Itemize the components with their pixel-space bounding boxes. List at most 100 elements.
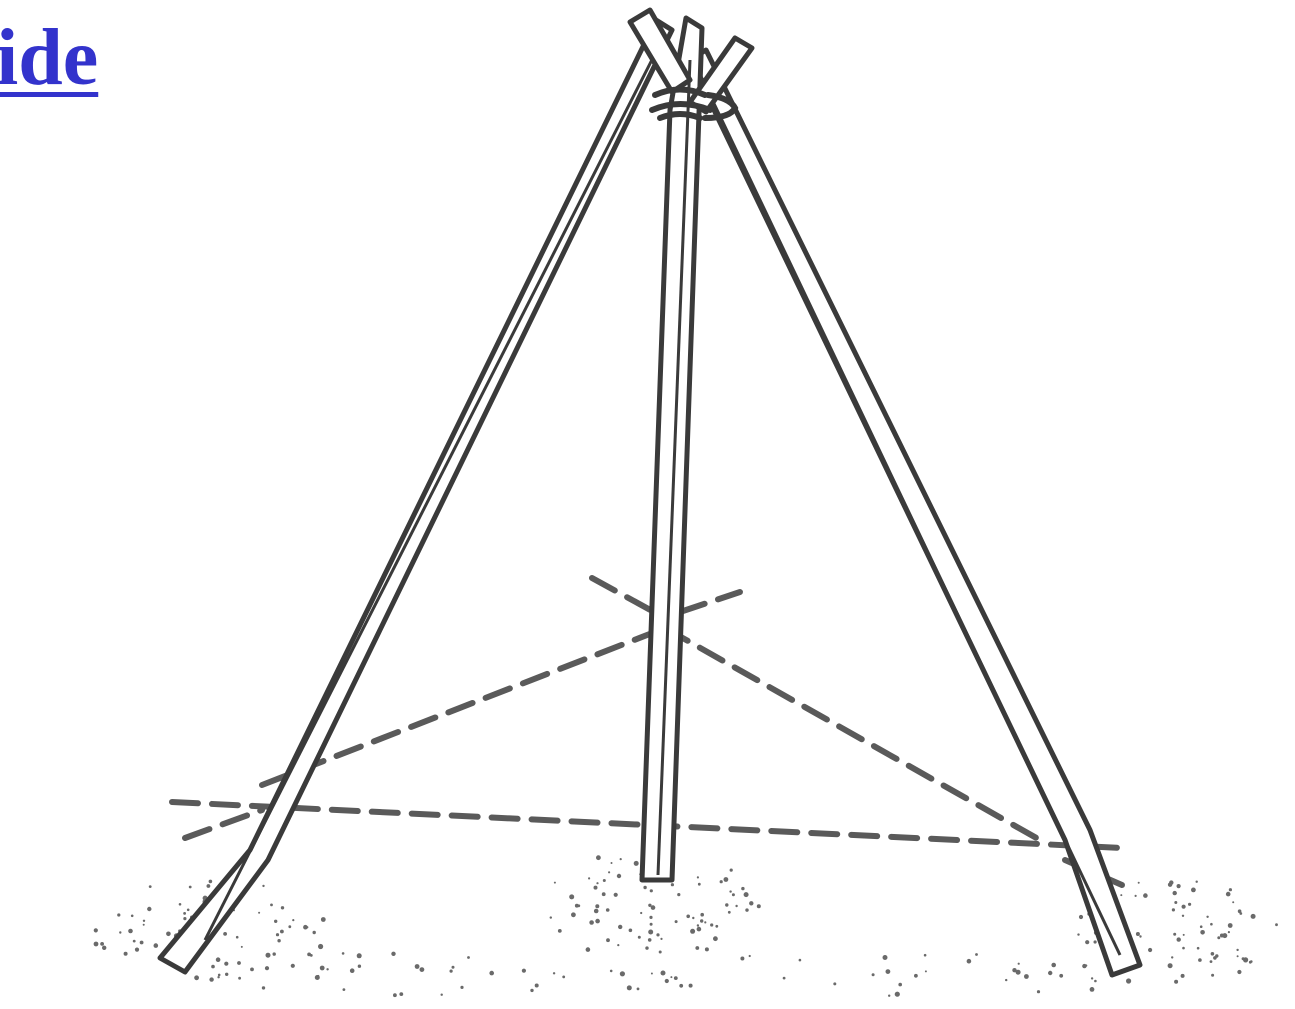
stipple-dot bbox=[697, 927, 702, 932]
stipple-dot bbox=[614, 893, 618, 897]
stipple-dot bbox=[1211, 952, 1215, 956]
stipple-dot bbox=[689, 984, 693, 988]
stipple-dot bbox=[640, 912, 642, 914]
center-pole bbox=[642, 18, 702, 880]
stipple-dot bbox=[489, 971, 494, 976]
stipple-dot bbox=[131, 915, 134, 918]
stipple-dot bbox=[343, 988, 346, 991]
stipple-dot bbox=[441, 994, 443, 996]
stipple-dot bbox=[1094, 980, 1097, 983]
stipple-dot bbox=[102, 946, 106, 950]
dashed-left-cross bbox=[185, 810, 262, 838]
stipple-dot bbox=[1196, 881, 1198, 883]
stipple-dot bbox=[94, 928, 98, 932]
left-pole-grain bbox=[205, 40, 662, 940]
stipple-dot bbox=[705, 947, 709, 951]
stipple-dot bbox=[914, 974, 918, 978]
stipple-dot bbox=[1173, 891, 1177, 895]
stipple-dot bbox=[236, 936, 239, 939]
stipple-dot bbox=[1188, 903, 1191, 906]
stipple-dot bbox=[217, 976, 219, 978]
stipple-dot bbox=[620, 971, 625, 976]
stipple-dot bbox=[1174, 980, 1178, 984]
stipple-dot bbox=[1138, 882, 1140, 884]
stipple-dot bbox=[629, 929, 633, 933]
stipple-dot bbox=[637, 988, 640, 991]
stipple-dot bbox=[1091, 977, 1093, 979]
stipple-dot bbox=[224, 962, 228, 966]
stipple-dot bbox=[670, 976, 672, 978]
stipple-dot bbox=[143, 924, 145, 926]
stipple-dot bbox=[1215, 954, 1218, 957]
stipple-dot bbox=[553, 972, 555, 974]
stipple-dot bbox=[238, 977, 241, 980]
stipple-dot bbox=[1059, 974, 1063, 978]
stipple-dot bbox=[1238, 909, 1242, 913]
stipple-dot bbox=[119, 931, 121, 933]
stipple-dot bbox=[651, 973, 653, 975]
stipple-dot bbox=[1182, 905, 1186, 909]
stipple-dot bbox=[1012, 968, 1016, 972]
stipple-dot bbox=[306, 926, 308, 928]
stipple-dot bbox=[1243, 957, 1248, 962]
stipple-dot bbox=[450, 970, 453, 973]
stipple-dot bbox=[872, 973, 875, 976]
stipple-dot bbox=[1182, 915, 1184, 917]
stipple-dot bbox=[1018, 963, 1020, 965]
stipple-dot bbox=[452, 966, 455, 969]
stipple-dot bbox=[729, 890, 731, 892]
stipple-dot bbox=[147, 907, 151, 911]
stipple-dot bbox=[649, 916, 652, 919]
stipple-dot bbox=[602, 892, 606, 896]
poles bbox=[160, 10, 1140, 975]
stipple-dot bbox=[274, 920, 277, 923]
stipple-dot bbox=[1024, 974, 1029, 979]
stipple-dot bbox=[720, 880, 723, 883]
stipple-dot bbox=[650, 889, 653, 892]
stipple-dot bbox=[617, 874, 621, 878]
stipple-dot bbox=[187, 909, 190, 912]
stipple-dot bbox=[554, 882, 556, 884]
stipple-dot bbox=[280, 930, 284, 934]
stipple-dot bbox=[833, 982, 836, 985]
stipple-dot bbox=[611, 862, 613, 864]
stipple-dot bbox=[686, 915, 690, 919]
stipple-dot bbox=[610, 970, 613, 973]
stipple-dot bbox=[535, 984, 539, 988]
stipple-dot bbox=[1210, 960, 1213, 963]
stipple-dot bbox=[710, 923, 713, 926]
stipple-dot bbox=[358, 965, 361, 968]
stipple-dot bbox=[571, 912, 576, 917]
stipple-dot bbox=[216, 957, 221, 962]
stipple-dot bbox=[698, 883, 701, 886]
stipple-dot bbox=[648, 904, 651, 907]
stipple-dot bbox=[595, 919, 600, 924]
stipple-dot bbox=[1200, 930, 1205, 935]
stipple-dot bbox=[189, 886, 192, 889]
stipple-dot bbox=[648, 930, 653, 935]
stipple-dot bbox=[1143, 893, 1148, 898]
stipple-dot bbox=[149, 885, 152, 888]
stipple-dot bbox=[357, 953, 362, 958]
stipple-dot bbox=[596, 855, 601, 860]
dashed-center-cross-b bbox=[680, 592, 740, 612]
stipple-dot bbox=[179, 903, 182, 906]
stipple-dot bbox=[656, 933, 659, 936]
stipple-dot bbox=[799, 959, 802, 962]
stipple-dot bbox=[700, 919, 703, 922]
stipple-dot bbox=[420, 967, 425, 972]
stipple-dot bbox=[1174, 901, 1177, 904]
stipple-dot bbox=[643, 886, 646, 889]
stipple-dot bbox=[1229, 888, 1232, 891]
stipple-dot bbox=[674, 976, 678, 980]
stipple-dot bbox=[393, 993, 397, 997]
stipple-dot bbox=[265, 966, 269, 970]
stipple-dot bbox=[1177, 937, 1181, 941]
stipple-dot bbox=[183, 912, 186, 915]
stipple-dot bbox=[608, 871, 610, 873]
stipple-dot bbox=[317, 975, 319, 977]
stipple-dot bbox=[679, 984, 683, 988]
stipple-dot bbox=[391, 952, 395, 956]
stipple-dot bbox=[783, 977, 786, 980]
